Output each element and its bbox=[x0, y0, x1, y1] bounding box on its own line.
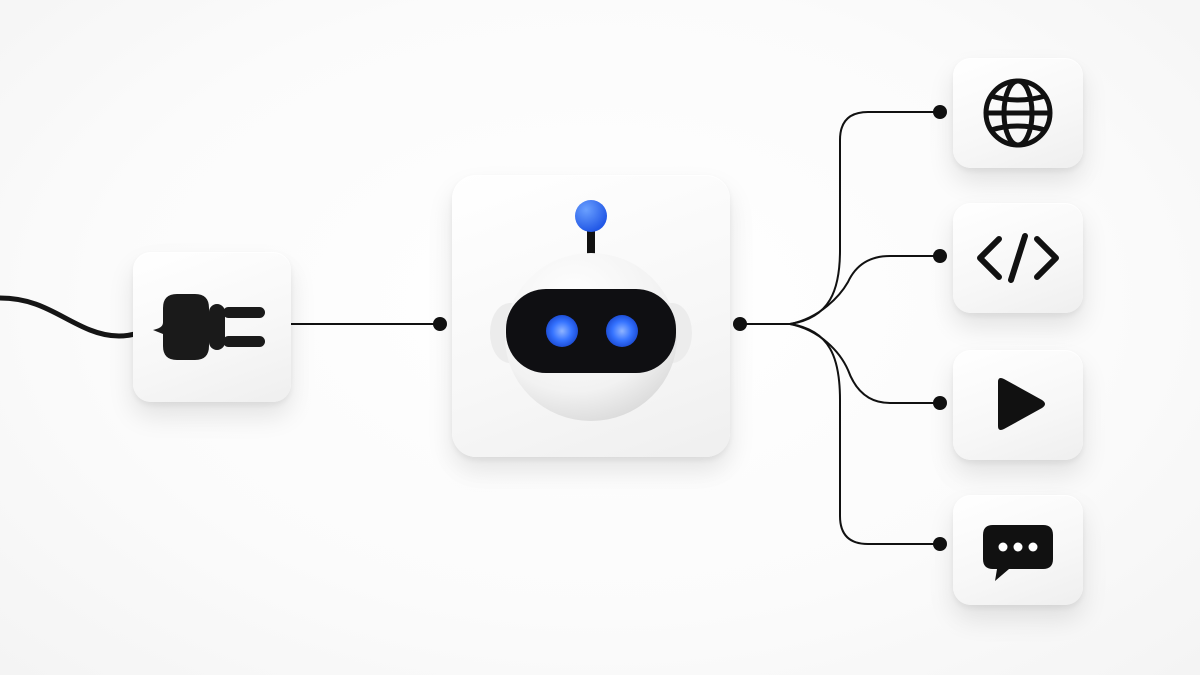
edge-dot-code bbox=[933, 249, 947, 263]
agent-node bbox=[452, 175, 730, 457]
edge-dot-web bbox=[933, 105, 947, 119]
media-node bbox=[953, 350, 1083, 460]
globe-icon bbox=[983, 78, 1053, 148]
edge-dot-chat bbox=[933, 537, 947, 551]
edge-agent-media bbox=[789, 323, 940, 404]
code-icon bbox=[977, 233, 1059, 283]
power-node bbox=[133, 252, 291, 402]
play-icon bbox=[998, 378, 1045, 430]
chat-bubble-icon bbox=[983, 525, 1053, 581]
plug-icon bbox=[153, 294, 265, 360]
code-node bbox=[953, 203, 1083, 313]
edge-agent-chat bbox=[789, 323, 940, 545]
edge-dot-media bbox=[933, 396, 947, 410]
edge-agent-code bbox=[789, 255, 940, 325]
robot-icon bbox=[490, 200, 692, 421]
edge-agent-web bbox=[789, 111, 940, 325]
web-node bbox=[953, 58, 1083, 168]
chat-node bbox=[953, 495, 1083, 605]
edge-dot-agent-in bbox=[433, 317, 447, 331]
